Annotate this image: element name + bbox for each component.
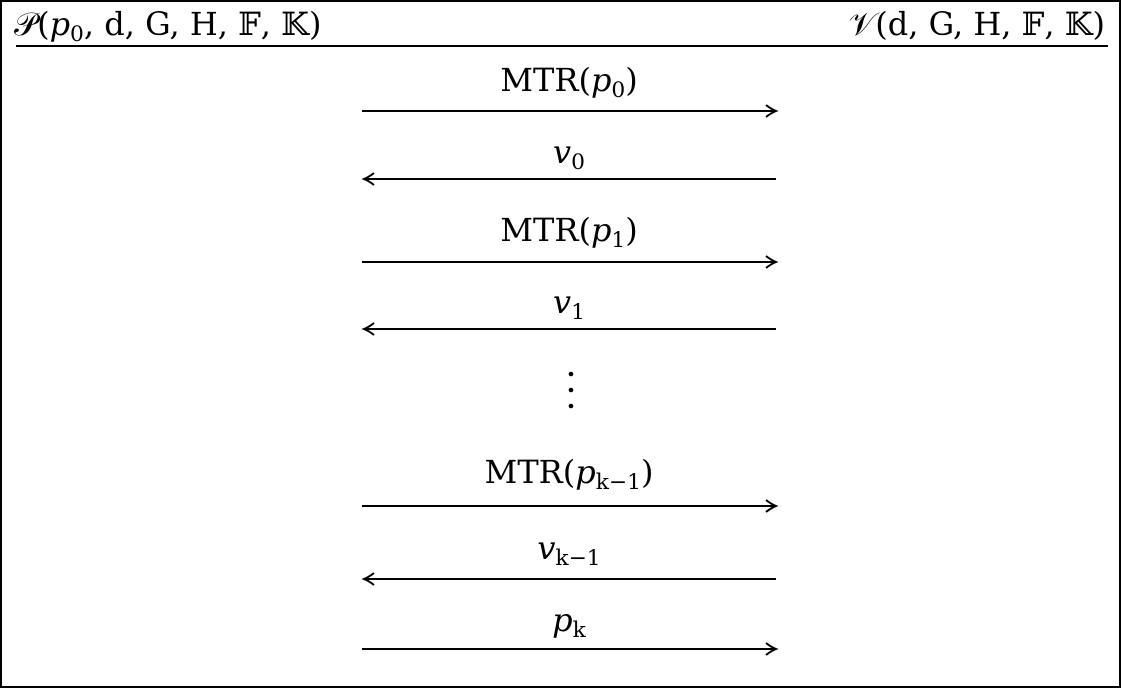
message-label-mtr-p1: MTR(p1): [500, 211, 638, 254]
arrow-prover-to-verifier-3: [362, 499, 779, 513]
message-label-vk-1: vk−1: [537, 529, 601, 572]
arrow-prover-to-verifier-4: [362, 642, 779, 656]
arrow-prover-to-verifier-2: [362, 255, 779, 269]
verifier-label: 𝒱(d, G, H, 𝔽, 𝕂): [848, 5, 1105, 43]
arrow-verifier-to-prover-2: [361, 322, 776, 336]
message-label-v1: v1: [553, 283, 585, 326]
arrow-prover-to-verifier-1: [362, 104, 779, 118]
prover-label: 𝒫(p0, d, G, H, 𝔽, 𝕂): [14, 5, 322, 48]
vertical-ellipsis-icon: [568, 371, 574, 409]
header-rule: [16, 45, 1108, 47]
arrow-verifier-to-prover-1: [361, 172, 776, 186]
message-label-mtr-p0: MTR(p0): [500, 61, 638, 104]
arrow-verifier-to-prover-3: [361, 572, 776, 586]
message-label-mtr-pk-1: MTR(pk−1): [484, 453, 654, 496]
message-label-v0: v0: [553, 133, 585, 176]
message-label-pk: pk: [552, 601, 586, 644]
